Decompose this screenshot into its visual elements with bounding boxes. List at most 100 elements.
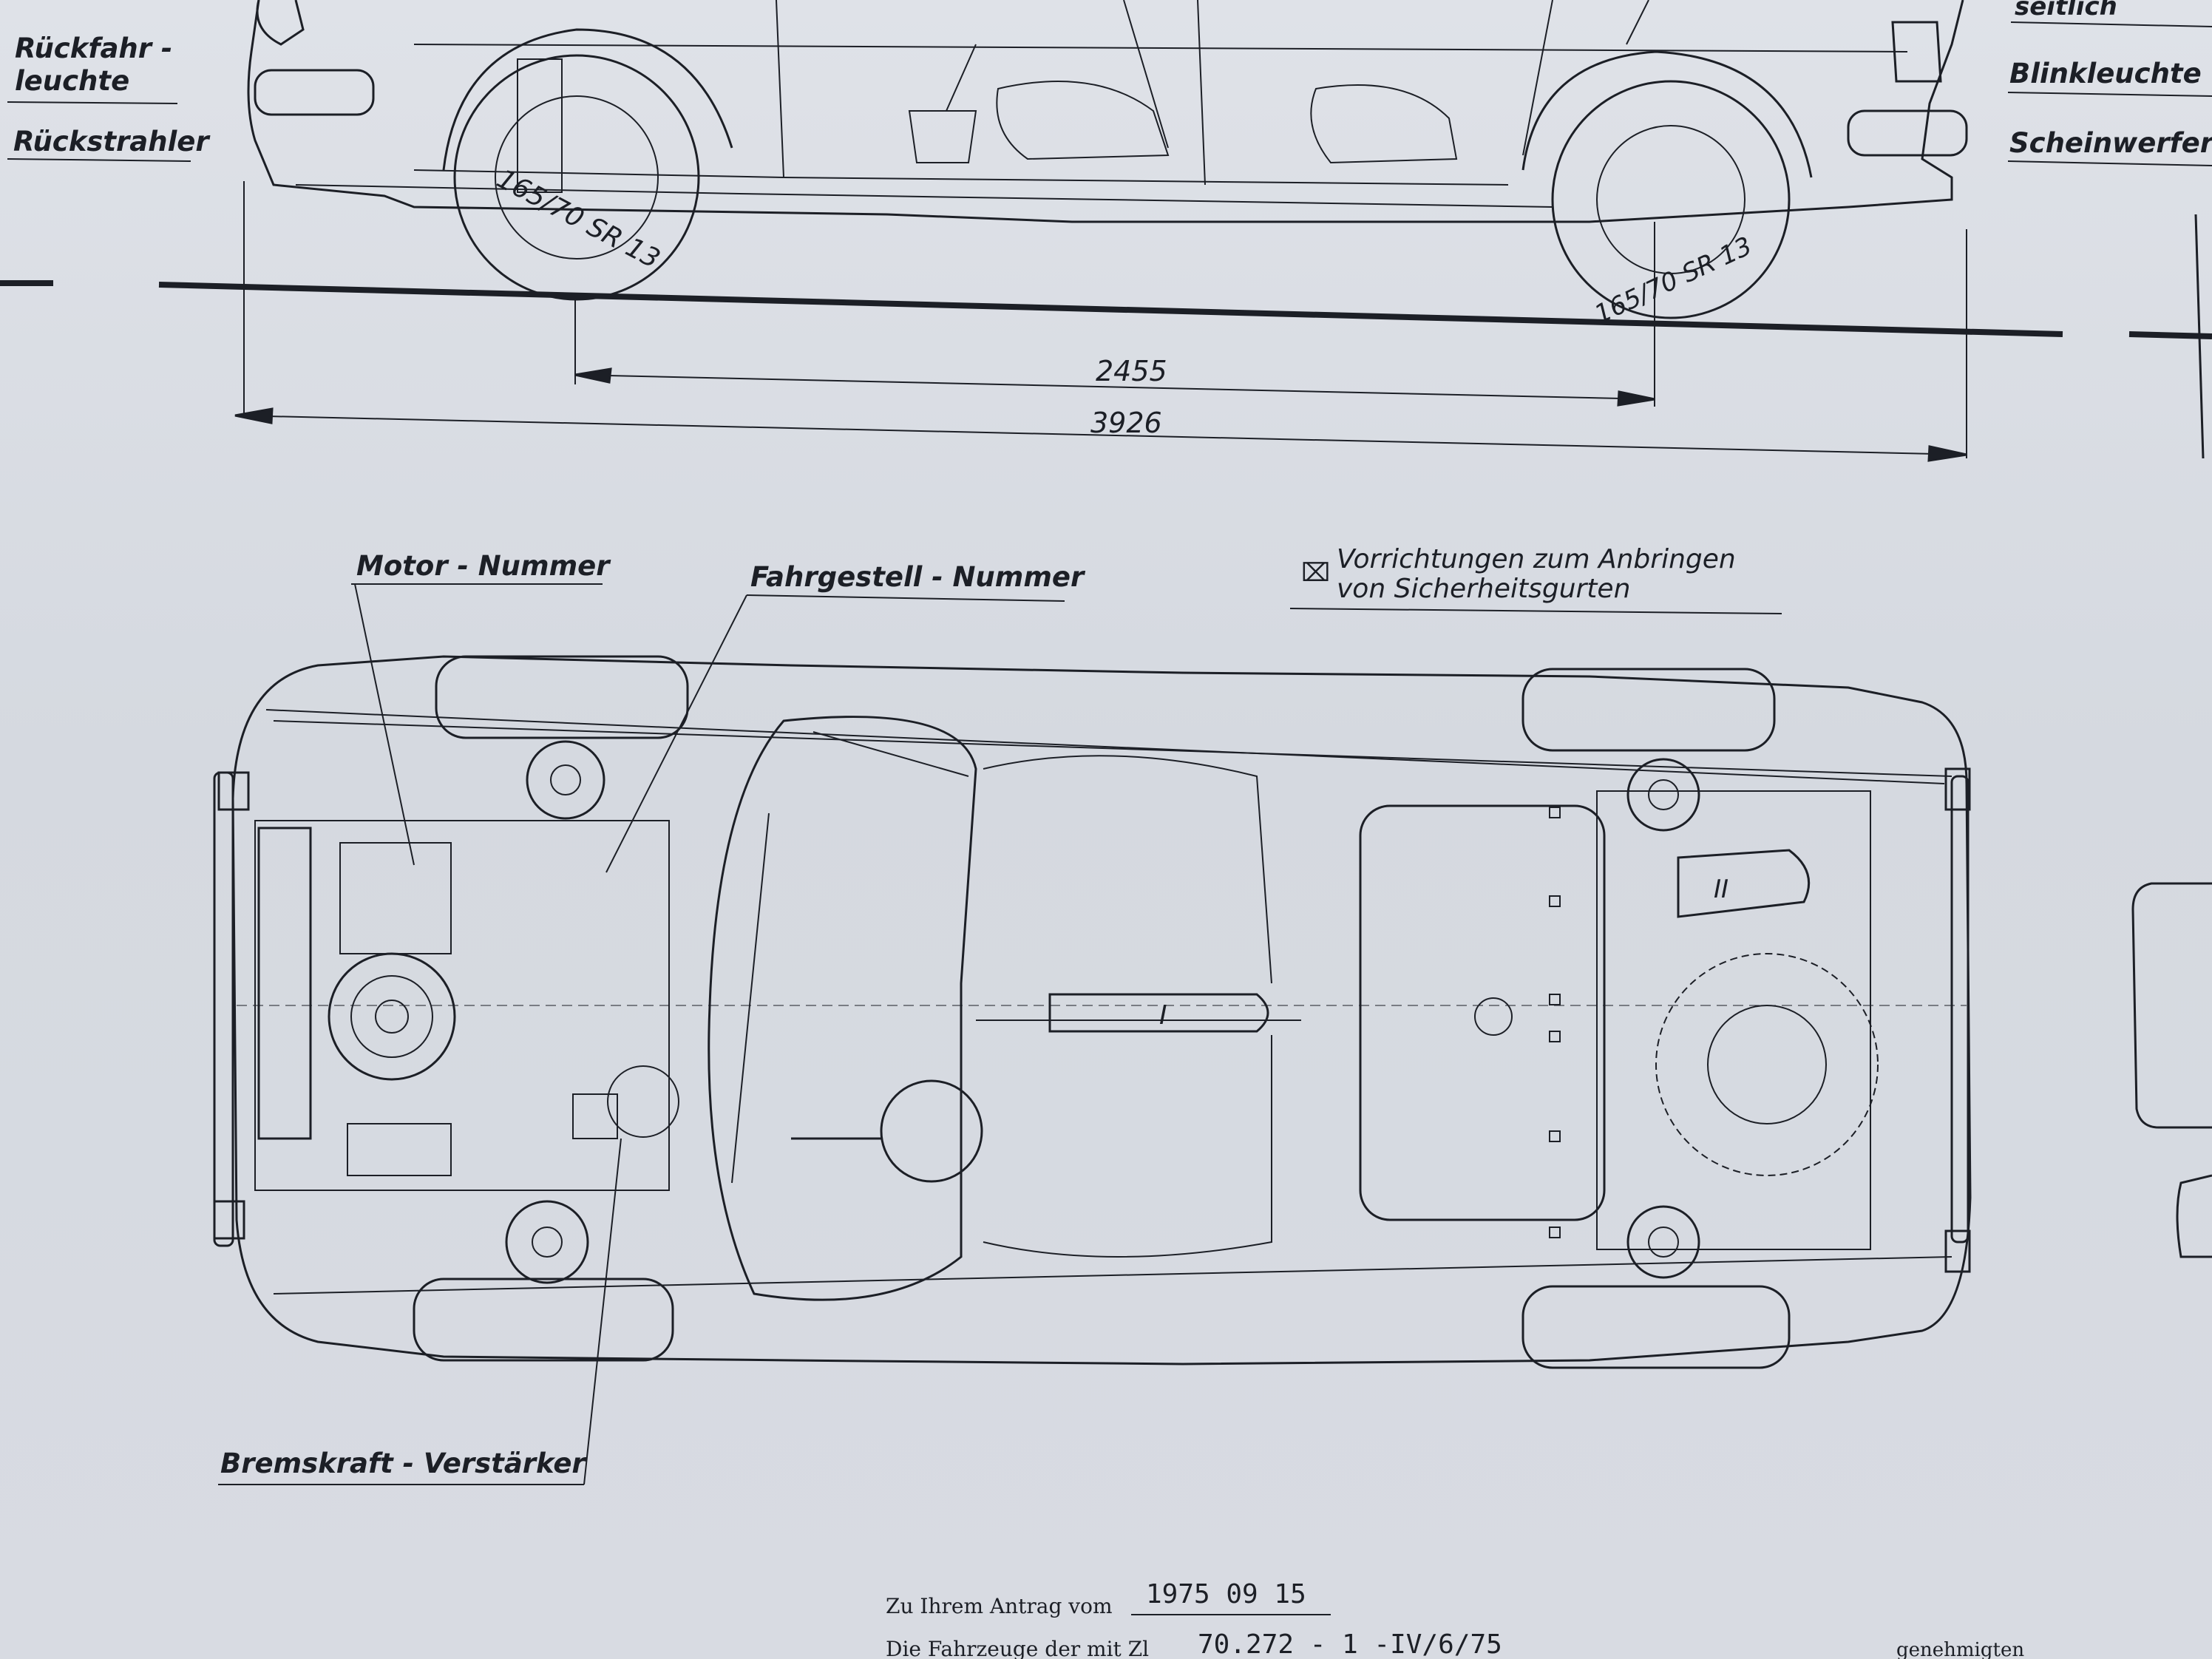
label-rueckstrahler: Rückstrahler <box>13 126 211 157</box>
side-seat-back <box>1123 0 1169 149</box>
side-view-labels: Rückfahr - leuchte Rückstrahler seitlich… <box>13 0 2212 439</box>
rear-seat-outline <box>983 755 1272 984</box>
fahrzeuge-label: Die Fahrzeuge der mit Zl <box>886 1637 1149 1659</box>
top-front-lamp-right <box>1944 1229 1971 1273</box>
fahrgestell-underline <box>746 594 1065 602</box>
side-a-pillar <box>1522 0 1553 156</box>
label-seitlich: seitlich <box>2015 0 2117 21</box>
rear-right-hub <box>532 1227 563 1258</box>
side-mirror-line <box>1626 0 1649 45</box>
side-rear-seat <box>996 81 1170 160</box>
radiator <box>257 827 312 1140</box>
steering-wheel <box>880 1079 983 1183</box>
rear-lamp <box>256 0 305 46</box>
top-rear-bumper <box>213 771 234 1247</box>
seitlich-underline <box>2010 21 2212 27</box>
rueckfahr-underline <box>7 101 178 104</box>
side-shifter <box>946 44 977 112</box>
air-filter-core <box>375 1000 409 1034</box>
front-right-strut <box>1626 1205 1700 1279</box>
rear-seat-outline-right <box>983 1035 1272 1258</box>
partial-view-upper <box>2131 882 2212 1129</box>
top-right-flank-line <box>273 1256 1953 1295</box>
label-gurte-line2: von Sicherheitsgurten <box>1337 574 1630 604</box>
engine-bay <box>254 820 670 1191</box>
fuel-tank-main <box>1048 993 1269 1033</box>
front-compartment <box>1596 790 1871 1250</box>
wiper-line-1 <box>812 731 969 777</box>
top-body-outline <box>231 655 1972 1365</box>
top-rear-lamp-left <box>217 771 250 811</box>
partial-view-lower <box>2176 1174 2212 1258</box>
label-motor-nummer: Motor - Nummer <box>356 550 611 582</box>
front-bumper <box>1847 109 1968 157</box>
antrag-date: 1975 09 15 <box>1146 1579 1306 1609</box>
label-bremskraft-verstaerker: Bremskraft - Verstärker <box>220 1448 587 1479</box>
genehmigten-text: genehmigten <box>1896 1639 2024 1659</box>
rear-tire <box>453 54 700 301</box>
front-seat-frame <box>1359 804 1606 1221</box>
gurte-underline <box>1289 608 1782 614</box>
wheelbase-arrow-right <box>1617 390 1655 407</box>
front-left-wheel <box>1521 668 1776 752</box>
front-tire <box>1551 80 1791 319</box>
side-shifter-box <box>908 110 977 163</box>
seat-center-mark <box>1474 997 1513 1036</box>
side-front-seat <box>1310 84 1458 164</box>
brake-booster-box <box>572 1093 618 1139</box>
label-rueckfahrleuchte-line2: leuchte <box>15 65 129 97</box>
top-front-bumper <box>1950 775 1970 1244</box>
spare-wheel <box>1655 953 1879 1176</box>
label-fahrgestell-nummer: Fahrgestell - Nummer <box>750 561 1086 593</box>
top-view <box>213 583 2212 1485</box>
top-rear-lamp-right <box>213 1200 245 1240</box>
tank-main-label: I <box>1159 1000 1167 1031</box>
front-left-strut-hub <box>1648 779 1679 810</box>
motor-nummer-leader <box>354 583 415 866</box>
front-right-strut-hub <box>1648 1227 1679 1258</box>
side-view <box>0 0 2212 462</box>
brake-booster <box>607 1065 679 1138</box>
engine-block <box>339 842 452 954</box>
rear-right-wheel <box>413 1278 674 1362</box>
antrag-label: Zu Ihrem Antrag vom <box>886 1594 1113 1618</box>
air-filter <box>328 952 456 1081</box>
side-floor-line <box>413 169 1509 186</box>
fahrgestell-leader <box>605 594 747 873</box>
wheelbase-value: 2455 <box>1096 355 1167 387</box>
bremskraft-leader <box>583 1138 622 1485</box>
belt-symbol-glyph: ⌧ <box>1301 558 1330 588</box>
side-sill-line <box>295 184 1553 208</box>
ground-line-right <box>2128 331 2212 339</box>
rear-left-wheel <box>435 655 689 739</box>
length-dimension-line <box>234 415 1967 455</box>
top-left-flank-line <box>273 720 1953 777</box>
belt-anchor-3 <box>1549 994 1561 1005</box>
label-gurte-line1: Vorrichtungen zum Anbringen <box>1337 544 1736 574</box>
belt-anchor-marks <box>1549 807 1561 1238</box>
front-left-strut <box>1626 758 1700 832</box>
footer: Zu Ihrem Antrag vom 1975 09 15 Die Fahrz… <box>886 1579 2024 1659</box>
top-view-labels: Motor - Nummer Fahrgestell - Nummer ⌧ Vo… <box>220 544 1736 1479</box>
front-wheel-arch <box>1521 50 1813 178</box>
front-turn-lamp <box>1891 21 1942 83</box>
label-blinkleuchte: Blinkleuchte <box>2009 58 2202 89</box>
side-door-line <box>1197 0 1206 186</box>
belt-anchor-4 <box>1549 1031 1561 1042</box>
top-front-lamp-left <box>1944 767 1971 811</box>
rueckstrahler-underline <box>7 158 191 162</box>
belt-anchor-2 <box>1549 895 1561 907</box>
wiper-line-2 <box>731 812 770 1184</box>
ground-line <box>158 282 2063 337</box>
rear-rim <box>495 95 659 259</box>
rear-bumper <box>254 69 375 116</box>
front-tire-size: 165/70 SR 13 <box>1590 231 1757 330</box>
side-body-outline <box>247 0 1964 223</box>
overall-length-value: 3926 <box>1090 407 1162 439</box>
length-arrow-left <box>234 407 274 424</box>
spare-wheel-hub <box>1707 1005 1827 1124</box>
label-scheinwerfer: Scheinwerfer <box>2009 127 2212 159</box>
front-right-wheel <box>1521 1285 1791 1369</box>
rear-wheel-arch <box>442 28 733 171</box>
